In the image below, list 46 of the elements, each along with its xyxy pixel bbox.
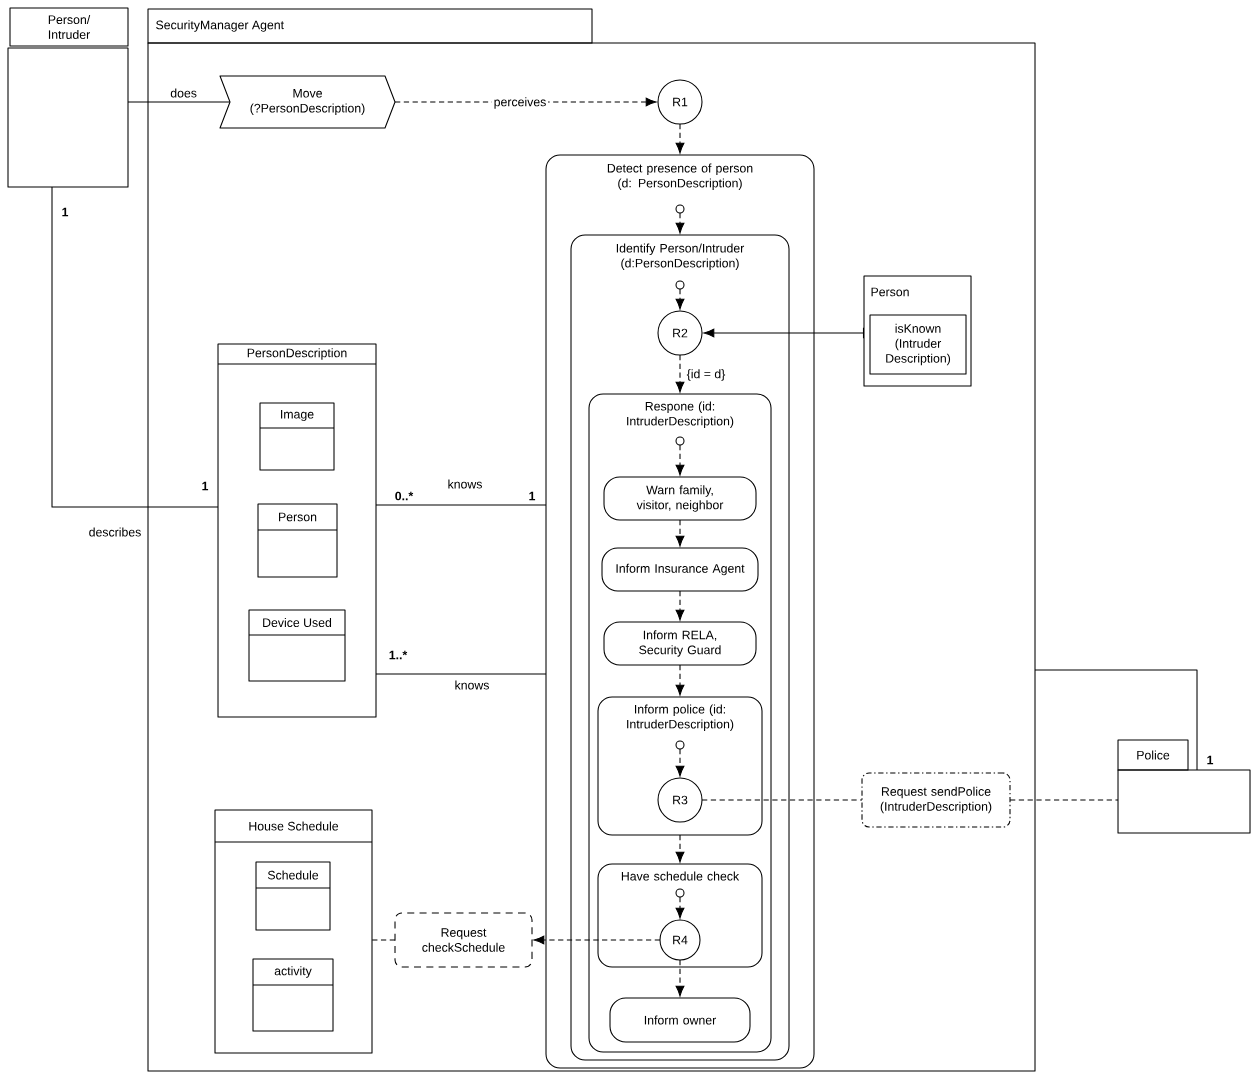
arrow — [675, 123, 685, 154]
action-box: Inform Insurance Agent — [601, 547, 759, 592]
edge-label: {id = d} — [684, 367, 728, 383]
class-box: Person — [257, 503, 338, 578]
edge-label: describes — [86, 525, 144, 539]
multiplicity-label: 1 — [529, 491, 536, 501]
connector-line — [375, 504, 547, 506]
class-box: Image — [259, 402, 335, 471]
node-label: Person/ Intruder — [48, 15, 91, 39]
arrow — [675, 212, 685, 234]
arrow — [675, 590, 685, 621]
arrow — [675, 444, 685, 476]
arrow — [703, 327, 864, 339]
connector-line — [51, 186, 219, 508]
connector-line — [1009, 799, 1119, 801]
arrow — [675, 519, 685, 547]
connector-line — [1034, 669, 1198, 771]
request-box: Request checkSchedule — [394, 912, 533, 968]
class-box: activity — [252, 958, 334, 1032]
connector-line — [375, 673, 547, 675]
multiplicity-label: 1..* — [389, 650, 408, 660]
action-box: Inform owner — [609, 997, 751, 1043]
arrow — [533, 935, 661, 945]
node-label: SecurityManager Agent — [156, 20, 284, 32]
arrow — [675, 664, 685, 696]
action-box: Inform RELA, Security Guard — [603, 621, 757, 666]
event-chevron: Move (?PersonDescription) — [219, 75, 396, 129]
arrow — [675, 834, 685, 863]
action-box: Warn family, visitor, neighbor — [603, 476, 757, 521]
arrow — [675, 748, 685, 777]
class-box: Schedule — [255, 861, 331, 931]
arrow — [675, 354, 685, 393]
arrow — [675, 896, 685, 919]
agent-box: Person/ Intruder — [7, 7, 129, 188]
multiplicity-label: 1 — [1207, 755, 1214, 765]
request-box: Request sendPolice (IntruderDescription) — [861, 772, 1011, 828]
arrow — [675, 288, 685, 310]
node-label: Police — [1137, 750, 1170, 760]
connector-line — [371, 939, 396, 941]
multiplicity-label: 0..* — [395, 491, 414, 501]
arrow — [675, 959, 685, 997]
multiplicity-label: 1 — [62, 207, 69, 217]
class-box: Device Used — [248, 609, 346, 682]
class-box: isKnown (Intruder Description) — [869, 314, 967, 375]
connector-line — [701, 799, 863, 801]
multiplicity-label: 1 — [202, 481, 209, 491]
